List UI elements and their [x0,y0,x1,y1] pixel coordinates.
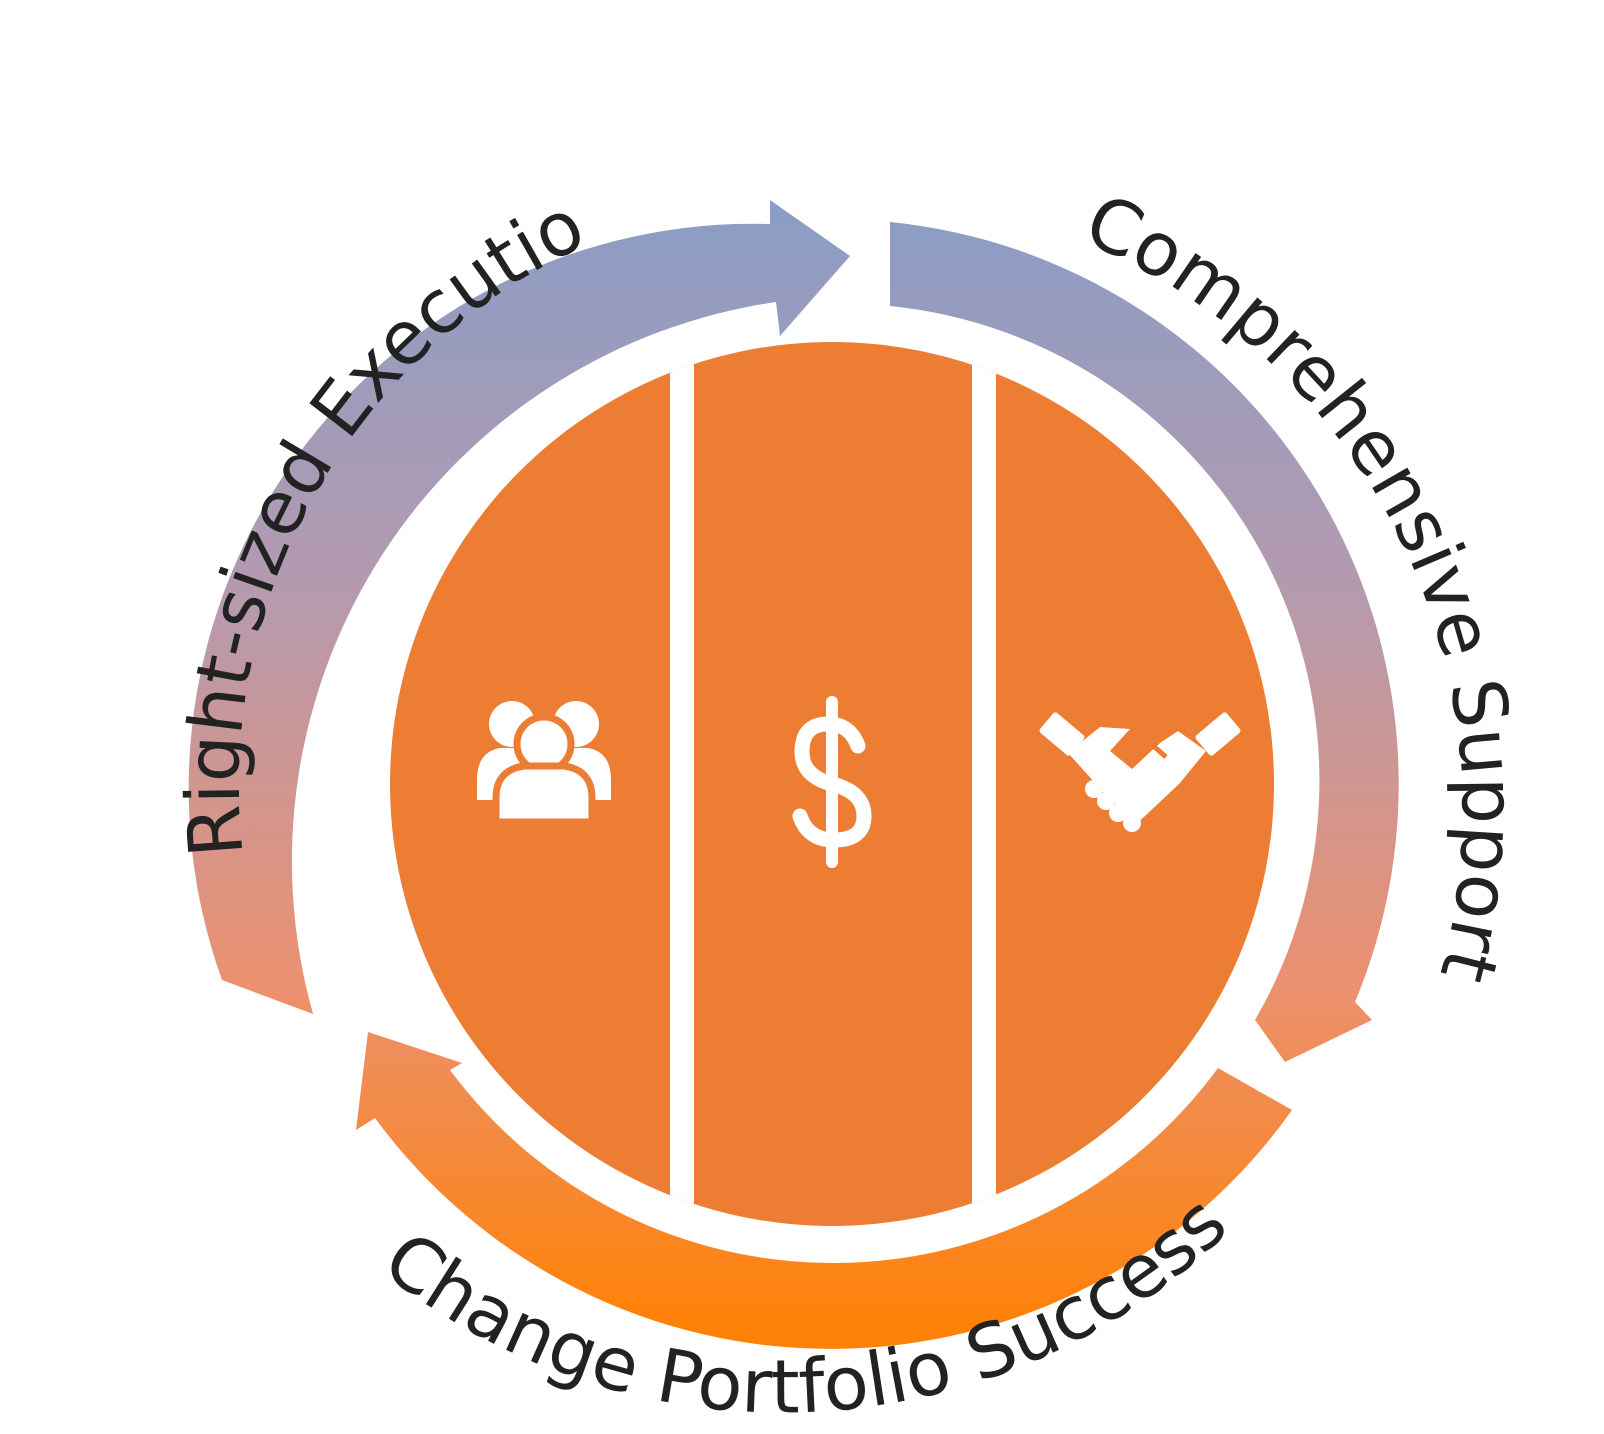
handshake-icon [1039,712,1241,832]
divider-right [972,342,996,1226]
arrow-bottom [356,1032,1292,1349]
divider-left [670,342,694,1226]
arrow-left [188,200,851,1014]
people-group-icon [477,701,611,826]
arrow-right [890,222,1399,1062]
dollar-icon [792,696,872,868]
